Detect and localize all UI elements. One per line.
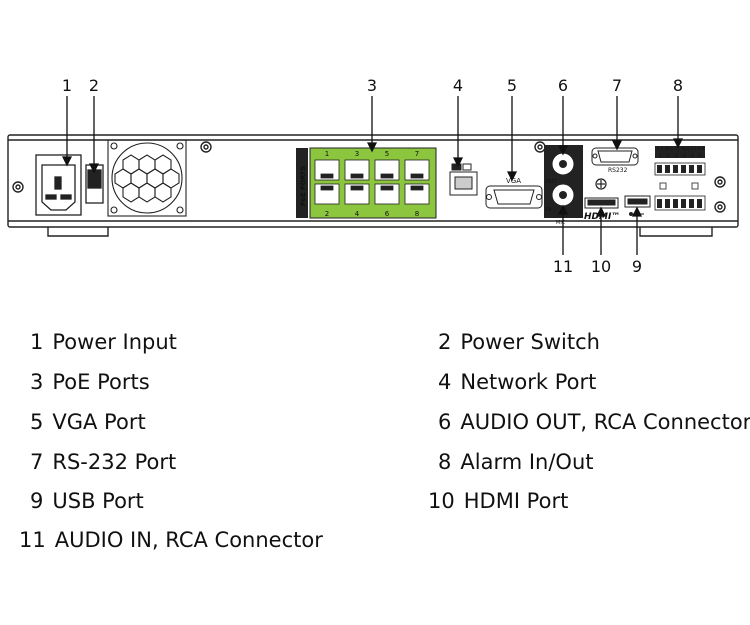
alarm-terminal bbox=[697, 199, 702, 208]
poe-port-latch bbox=[380, 173, 394, 179]
legend-item-hdmi-port: 10 HDMI Port bbox=[428, 489, 568, 513]
legend-number: 11 bbox=[19, 528, 46, 552]
vga-port: VGA bbox=[485, 177, 543, 209]
poe-port-latch bbox=[380, 185, 394, 191]
callout-2: 2 bbox=[89, 76, 99, 95]
alarm-terminal-number: B bbox=[699, 153, 702, 159]
poe-port-number: 2 bbox=[325, 210, 329, 218]
callout-3: 3 bbox=[367, 76, 377, 95]
alarm-terminal bbox=[681, 165, 686, 173]
poe-port-latch bbox=[410, 173, 424, 179]
alarm-terminal bbox=[673, 199, 678, 208]
legend-item-rs232-port: 7 RS-232 Port bbox=[30, 450, 176, 474]
legend-number: 10 bbox=[428, 489, 455, 513]
mic-label: MIC bbox=[556, 220, 566, 226]
legend-number: 7 bbox=[30, 450, 44, 474]
legend-number: 2 bbox=[438, 330, 452, 354]
legend-label: HDMI Port bbox=[463, 489, 569, 513]
alarm-terminal bbox=[657, 199, 662, 208]
callout-8: 8 bbox=[673, 76, 683, 95]
legend-label: Power Switch bbox=[460, 330, 600, 354]
callout-7: 7 bbox=[612, 76, 622, 95]
callout-6: 6 bbox=[558, 76, 568, 95]
fan-grille bbox=[107, 139, 187, 217]
alarm-terminal-number: 4 bbox=[683, 153, 686, 159]
callout-numbers: 1 2 3 4 5 6 7 8 11 10 9 bbox=[62, 76, 683, 276]
legend-number: 3 bbox=[30, 370, 44, 394]
legend-number: 5 bbox=[30, 410, 44, 434]
alarm-terminal bbox=[665, 165, 670, 173]
legend-label: PoE Ports bbox=[52, 370, 150, 394]
legend-label: VGA Port bbox=[52, 410, 146, 434]
legend-item-vga-port: 5 VGA Port bbox=[30, 410, 146, 434]
alarm-terminal bbox=[697, 165, 702, 173]
legend-number: 4 bbox=[438, 370, 452, 394]
legend-item-alarm: 8 Alarm In/Out bbox=[438, 450, 594, 474]
alarm-terminal bbox=[657, 165, 662, 173]
legend-label: Network Port bbox=[460, 370, 597, 394]
network-port bbox=[449, 163, 478, 196]
poe-port-number: 4 bbox=[355, 210, 360, 218]
ground-screw bbox=[595, 178, 607, 190]
rs232-port: RS232 bbox=[591, 147, 639, 174]
poe-port-number: 5 bbox=[385, 150, 389, 158]
rear-panel-diagram: PoE PORTS 1 3 5 7 2 4 6 8 VGA OUT IN MIC RS232 bbox=[7, 76, 739, 276]
legend-label: Alarm In/Out bbox=[460, 450, 594, 474]
poe-port-latch bbox=[350, 185, 364, 191]
legend-item-audio-out: 6 AUDIO OUT, RCA Connector bbox=[438, 410, 750, 434]
alarm-terminal-number: 3 bbox=[675, 153, 678, 159]
legend-item-usb-port: 9 USB Port bbox=[30, 489, 144, 513]
legend-number: 1 bbox=[30, 330, 44, 354]
audio-in-label: IN bbox=[546, 207, 551, 213]
legend-label: Power Input bbox=[52, 330, 177, 354]
legend-item-power-input: 1 Power Input bbox=[30, 330, 177, 354]
legend-label: AUDIO IN, RCA Connector bbox=[54, 528, 323, 552]
alarm-terminal bbox=[665, 199, 670, 208]
alarm-terminal-number: 1 bbox=[659, 153, 662, 159]
callout-11: 11 bbox=[553, 257, 573, 276]
poe-ports-label: PoE PORTS bbox=[299, 166, 307, 206]
poe-port-latch bbox=[320, 173, 334, 179]
legend-number: 9 bbox=[30, 489, 44, 513]
poe-port-number: 8 bbox=[415, 210, 419, 218]
legend-item-audio-in: 11 AUDIO IN, RCA Connector bbox=[19, 528, 323, 552]
callout-10: 10 bbox=[591, 257, 611, 276]
alarm-terminal-number: 2 bbox=[667, 153, 670, 159]
alarm-terminal bbox=[681, 199, 686, 208]
legend-number: 6 bbox=[438, 410, 452, 434]
rs232-label: RS232 bbox=[608, 167, 628, 174]
callout-1: 1 bbox=[62, 76, 72, 95]
alarm-terminal bbox=[673, 165, 678, 173]
audio-out-label: OUT bbox=[546, 179, 558, 185]
poe-port-number: 3 bbox=[355, 150, 359, 158]
poe-port-number: 1 bbox=[325, 150, 329, 158]
poe-port-latch bbox=[320, 185, 334, 191]
alarm-terminal bbox=[689, 165, 694, 173]
legend-label: USB Port bbox=[52, 489, 144, 513]
poe-port-latch bbox=[410, 185, 424, 191]
alarm-terminal-number: A bbox=[691, 153, 695, 159]
vga-label: VGA bbox=[506, 177, 521, 185]
alarm-terminal bbox=[689, 199, 694, 208]
callout-lines bbox=[61, 96, 684, 255]
poe-ports-block: PoE PORTS 1 3 5 7 2 4 6 8 bbox=[296, 147, 437, 219]
callout-5: 5 bbox=[507, 76, 517, 95]
power-input-socket bbox=[35, 154, 82, 216]
callout-9: 9 bbox=[632, 257, 642, 276]
legend-label: AUDIO OUT, RCA Connector bbox=[460, 410, 750, 434]
poe-port-number: 6 bbox=[385, 210, 390, 218]
alarm-header: 1 2 NO1 C1 NO2 C2 A B bbox=[657, 146, 705, 151]
legend-label: RS-232 Port bbox=[52, 450, 177, 474]
legend-item-network-port: 4 Network Port bbox=[438, 370, 596, 394]
callout-4: 4 bbox=[453, 76, 463, 95]
legend-item-poe-ports: 3 PoE Ports bbox=[30, 370, 150, 394]
legend-item-power-switch: 2 Power Switch bbox=[438, 330, 600, 354]
hdmi-label: HDMI™ bbox=[584, 212, 620, 222]
legend-number: 8 bbox=[438, 450, 452, 474]
poe-port-latch bbox=[350, 173, 364, 179]
poe-port-number: 7 bbox=[415, 150, 419, 158]
